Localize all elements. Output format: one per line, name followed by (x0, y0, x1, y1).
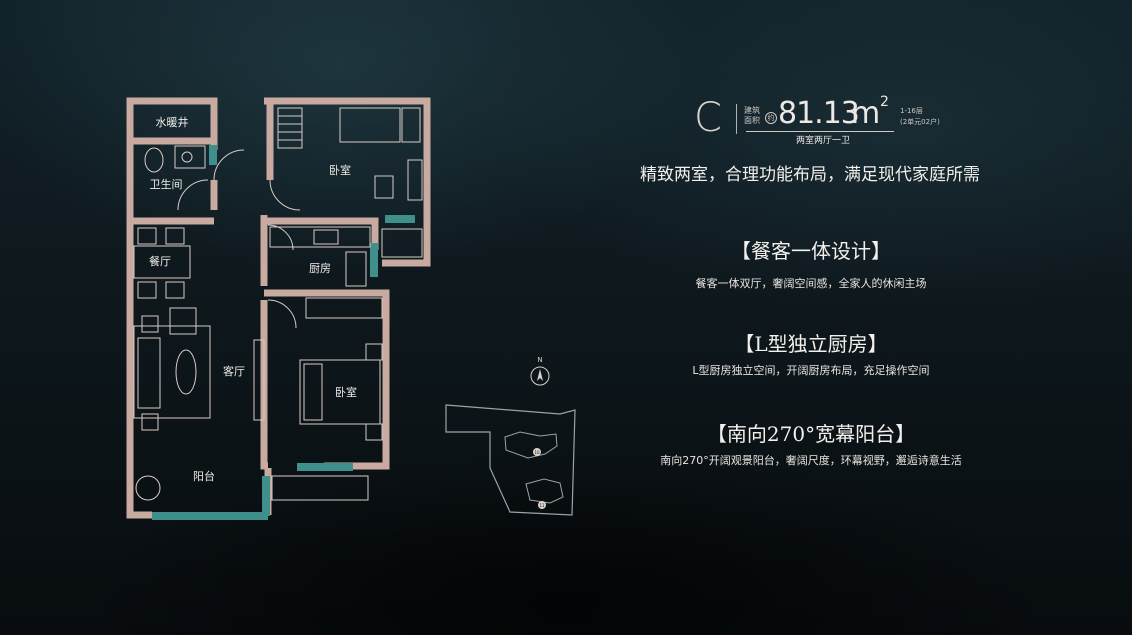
unit-header: C 建筑面积 约 81.13 m 2 1-16层 (2单元02户) 两室两厅一卫 (694, 92, 964, 147)
area-label: 建筑面积 (744, 106, 760, 125)
building-a-outline (504, 431, 558, 459)
area-value: 81.13 (778, 96, 860, 131)
building-b-marker (538, 501, 546, 509)
tagline: 精致两室，合理功能布局，满足现代家庭所需 (640, 165, 980, 185)
feature-desc-kitchen: L型厨房独立空间，开阔厨房布局，充足操作空间 (692, 364, 930, 377)
feature-title-dining-living: 【餐客一体设计】 (731, 239, 891, 263)
feature-title-balcony: 【南向270°宽幕阳台】 (706, 422, 916, 446)
floor-plan-windows (152, 145, 415, 520)
building-b-number: 11 (539, 503, 545, 508)
unit-number: (2单元02户) (900, 118, 940, 126)
room-label-bedroom-north: 卧室 (329, 163, 351, 177)
feature-title-kitchen: 【L型独立厨房】 (734, 332, 888, 356)
room-label-water-heating: 水暖井 (156, 115, 189, 129)
area-unit: m (851, 96, 881, 131)
feature-desc-dining-living: 餐客一体双厅，奢阔空间感，全家人的休闲主场 (695, 277, 927, 290)
site-boundary (445, 404, 576, 516)
building-a-marker (533, 448, 541, 456)
area-unit-superscript: 2 (880, 94, 889, 110)
north-arrow-icon (537, 369, 543, 381)
floor-plan-furniture (133, 107, 423, 501)
feature-desc-balcony: 南向270°开阔观景阳台，奢阔尺度，环幕视野，邂逅诗意生活 (660, 454, 962, 467)
building-a-number: 10 (534, 450, 540, 455)
north-label: N (537, 356, 542, 364)
compass-icon (530, 366, 550, 386)
room-label-kitchen: 厨房 (309, 262, 331, 275)
room-label-balcony: 阳台 (193, 469, 215, 483)
room-label-dining: 餐厅 (149, 254, 171, 268)
room-label-living: 客厅 (223, 364, 245, 378)
unit-type-letter: C (694, 95, 722, 141)
floor-range: 1-16层 (900, 107, 923, 115)
area-underline (746, 131, 894, 132)
room-label-bathroom: 卫生间 (150, 177, 183, 191)
building-b-outline (525, 478, 564, 504)
approx-badge: 约 (765, 112, 777, 124)
room-label-bedroom-south: 卧室 (335, 385, 357, 399)
site-plan: N 10 11 (445, 356, 576, 516)
header-divider (736, 104, 737, 134)
layout-type: 两室两厅一卫 (796, 136, 851, 146)
floor-plan-walls (126, 97, 431, 519)
